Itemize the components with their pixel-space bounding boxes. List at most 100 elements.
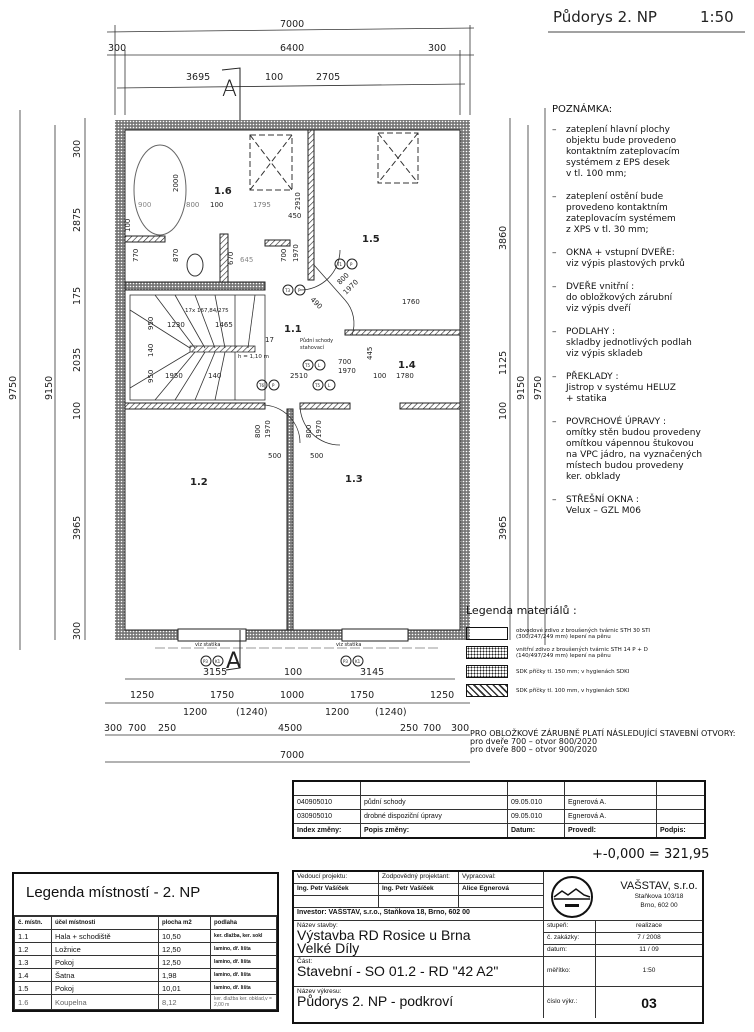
dim-right-part: 3860 [498,226,509,250]
dim-left-part: 100 [72,402,83,420]
svg-text:100: 100 [124,219,132,232]
note-item: –zateplení ostění bude provedeno kontakt… [552,192,676,235]
svg-text:645: 645 [240,256,253,264]
svg-text:P3: P3 [203,659,208,664]
header-cell: Datum: [507,823,565,839]
svg-text:500: 500 [310,452,323,460]
lead-value: Ing. Petr Vašíček [294,884,379,896]
header-cell: Podpis: [656,823,706,839]
cell: Šatna [51,968,159,982]
right-dimensions [509,108,546,645]
svg-text:T5: T5 [314,383,320,388]
svg-text:viz statika: viz statika [195,642,220,648]
cell: drobné dispoziční úpravy [360,809,508,824]
table-header-row: Index změny:Popis změny:Datum:Provedl:Po… [292,823,706,839]
stage-value: realizace [596,921,702,933]
svg-text:950: 950 [147,370,155,383]
cell: ker. dlažba ker. obklad,v = 2,00 m [210,994,277,1010]
svg-text:770: 770 [132,249,140,262]
dim-bottom: (1240) [375,707,407,718]
table-row [292,780,706,796]
cell: 09.05.010 [507,809,565,824]
cell: 12,50 [158,955,211,969]
window-1.3 [341,628,409,642]
dim-left-part: 2035 [72,348,83,372]
svg-text:A: A [222,77,237,102]
part-label: Část: [297,958,313,965]
svg-text:100: 100 [373,372,386,380]
part-cell: Část:Stavební - SO 01.2 - RD "42 A2" [294,957,544,987]
openings-note-line: pro dveře 700 – otvor 800/2020 [470,737,598,746]
cell: 040905010 [292,795,361,810]
drawing-cell: Název výkresu:Půdorys 2. NP - podkroví [294,987,544,1018]
dim-bottom: 1200 [183,707,207,718]
dim-right-inner: 9150 [516,376,527,400]
dim-bottom: 1250 [430,690,454,701]
order-label: č. zakázky: [544,933,596,945]
svg-text:K1: K1 [215,659,221,664]
swatch-sdk-150 [466,665,508,678]
openings-note-line: pro dveře 800 – otvor 900/2020 [470,745,598,754]
svg-text:1950: 1950 [165,372,183,380]
cell: 030905010 [292,809,361,824]
left-dimensions [19,110,86,650]
firm-logo-cell [544,872,702,921]
part-name: Stavební - SO 01.2 - RD "42 A2" [297,963,499,979]
cell: lamino, dř. lišta [210,968,277,982]
material-item: vnitřní zdivo z broušených tvárnic STH 1… [466,644,754,661]
drawing-label: Název výkresu: [297,988,342,995]
svg-text:800: 800 [186,201,199,209]
cell: 12,50 [158,942,211,956]
svg-text:1970: 1970 [315,420,323,438]
svg-text:450: 450 [288,212,301,220]
notes-heading: POZNÁMKA: [552,104,613,115]
skylight-bathroom [249,134,293,191]
svg-text:1230: 1230 [167,321,185,329]
dim-right-total: 9750 [533,376,544,400]
svg-text:T5: T5 [304,363,310,368]
section-mark-top: A [221,67,241,130]
svg-text:100: 100 [210,201,223,209]
cell: 09.05.010 [507,795,565,810]
dim-top-mid: 100 [265,72,283,83]
interior-walls [124,129,461,631]
svg-text:1970: 1970 [338,367,356,375]
svg-text:h = 1,10 m: h = 1,10 m [238,354,269,360]
dim-bottom: 1750 [210,690,234,701]
dim-left-part: 300 [72,140,83,158]
svg-text:P: P [298,288,301,293]
swatch-sdk-100 [466,684,508,697]
cell: Koupelna [51,994,159,1010]
cell: Egnerová A. [564,809,657,824]
dim-bottom: 250 [158,723,176,734]
author-label: Vypracoval: [459,872,544,884]
cell: lamino, dř. lišta [210,942,277,956]
investor: Investor: VAŠSTAV, s.r.o., Staňkova 18, … [294,908,544,921]
dim-bottom-total: 7000 [280,750,304,761]
svg-text:500: 500 [268,452,281,460]
svg-text:2510: 2510 [290,372,308,380]
svg-text:800: 800 [305,425,313,438]
date-value: 11 / 09 [596,945,702,957]
room-label-1.5: 1.5 [362,234,380,245]
blank-cell [294,896,379,908]
bottom-dimensions [105,678,470,763]
svg-text:1970: 1970 [264,420,272,438]
svg-text:viz statika: viz statika [336,642,361,648]
svg-text:2000: 2000 [172,174,180,192]
firm-address: Brno, 602 00 [640,902,678,909]
staircase [129,294,266,401]
dim-bottom: 3155 [203,667,227,678]
header-cell: Provedl: [564,823,657,839]
dim-bottom: 700 [423,723,441,734]
building-name: Výstavba RD Rosice u Brna [297,927,471,943]
cell: 10,01 [158,981,211,995]
room-label-1.1: 1.1 [284,324,302,335]
bathtub [133,144,187,236]
dim-left-part: 175 [72,287,83,305]
